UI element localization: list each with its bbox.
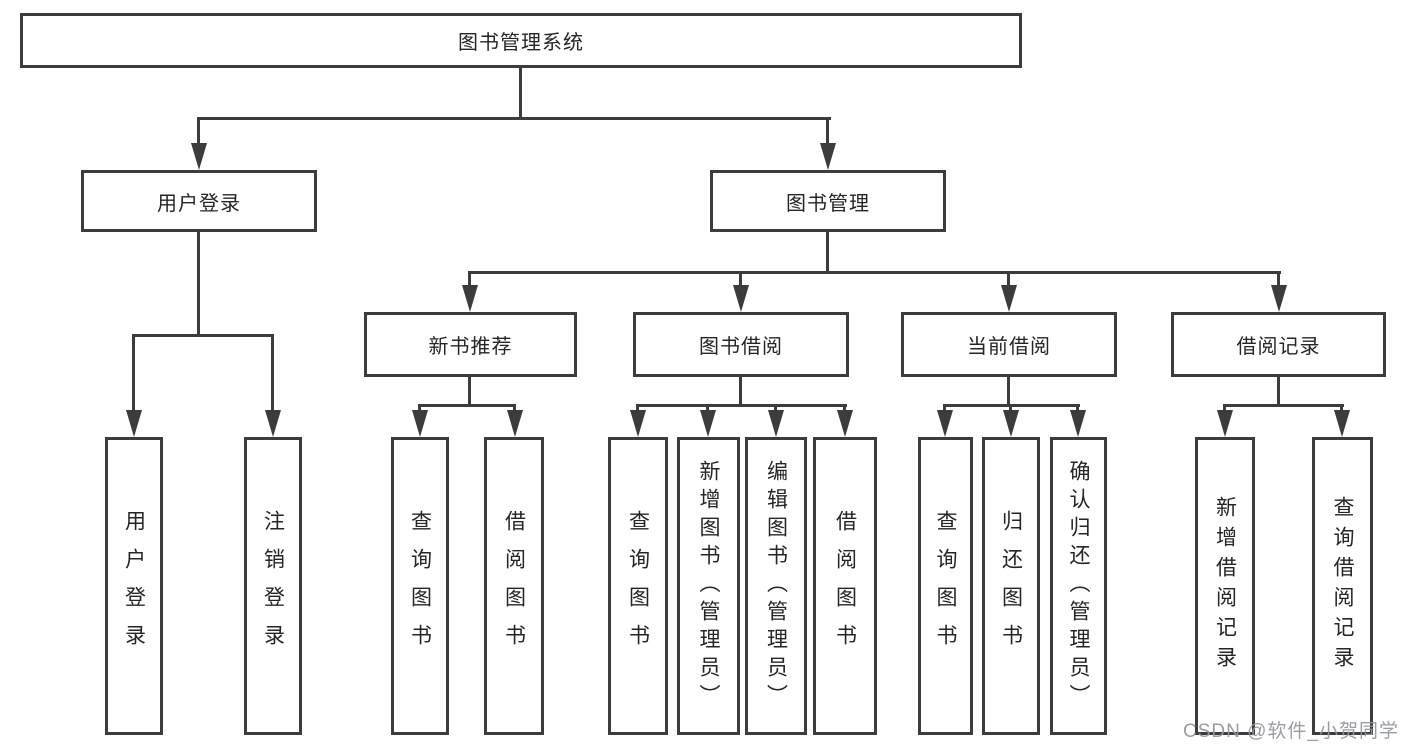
connector-stub-new-book-rec <box>468 271 471 285</box>
arrowhead-current-borrow <box>1001 285 1017 312</box>
arrowhead-query-record <box>1334 410 1350 437</box>
connector-stub-current-borrow <box>1007 271 1010 285</box>
connector-stub-edit-book <box>774 404 777 412</box>
leaf-confirm-return-admin-label: 确认归还（管理员） <box>1067 460 1090 712</box>
node-book-management-label: 图书管理 <box>786 192 870 215</box>
arrowhead-user-login <box>191 143 207 170</box>
node-user-login-label: 用户登录 <box>157 192 241 215</box>
connector-stub-add-book <box>706 404 709 412</box>
connector-branch-login-group <box>132 334 274 337</box>
node-borrow-records: 借阅记录 <box>1171 312 1386 377</box>
connector-stub-return-book <box>1009 404 1012 412</box>
leaf-borrow-query-books: 查询图书 <box>608 437 668 735</box>
leaf-rec-query-books: 查询图书 <box>391 437 449 735</box>
leaf-borrow-books-label: 借阅图书 <box>833 510 857 662</box>
node-book-management: 图书管理 <box>710 170 946 232</box>
node-book-borrowing-label: 图书借阅 <box>699 336 783 358</box>
leaf-query-borrow-record-label: 查询借阅记录 <box>1331 496 1354 676</box>
connector-stub-query-record <box>1340 404 1343 412</box>
connector-user-login-stem <box>197 232 200 335</box>
node-borrow-records-label: 借阅记录 <box>1236 336 1321 358</box>
leaf-return-books-label: 归还图书 <box>999 510 1023 662</box>
arrowhead-book-borrow <box>733 285 749 312</box>
arrowhead-logout-leaf <box>265 410 281 437</box>
connector-branch-level2 <box>197 117 831 120</box>
leaf-logout: 注销登录 <box>244 437 302 735</box>
arrowhead-rec-borrow <box>507 410 523 437</box>
leaf-user-login: 用户登录 <box>105 437 163 735</box>
connector-borrow-records-stem <box>1277 377 1280 405</box>
arrowhead-edit-book <box>768 410 784 437</box>
node-new-book-recommend: 新书推荐 <box>364 312 577 377</box>
leaf-current-query-books: 查询图书 <box>918 437 973 735</box>
connector-stub-add-record <box>1223 404 1226 412</box>
node-book-borrowing: 图书借阅 <box>633 312 849 377</box>
connector-new-book-rec-stem <box>468 377 471 405</box>
leaf-confirm-return-admin: 确认归还（管理员） <box>1050 437 1107 735</box>
connector-current-borrow-stem <box>1007 377 1010 405</box>
leaf-edit-books-admin-label: 编辑图书（管理员） <box>764 460 788 712</box>
connector-stub-borrow-query <box>636 404 639 412</box>
connector-stub-borrow-records <box>1277 271 1280 285</box>
leaf-borrow-query-books-label: 查询图书 <box>626 510 650 662</box>
connector-stub-book-mgmt <box>826 117 829 143</box>
node-root-system: 图书管理系统 <box>20 13 1022 68</box>
arrowhead-borrow-book <box>837 410 853 437</box>
node-current-borrowing-label: 当前借阅 <box>967 336 1051 358</box>
connector-root-stem <box>519 68 522 118</box>
leaf-add-borrow-record: 新增借阅记录 <box>1195 437 1255 735</box>
leaf-add-books-admin-label: 新增图书（管理员） <box>697 460 720 712</box>
leaf-add-borrow-record-label: 新增借阅记录 <box>1213 496 1237 676</box>
connector-stub-logout-leaf <box>271 334 274 410</box>
arrowhead-add-record <box>1217 410 1233 437</box>
connector-stub-book-borrow <box>739 271 742 285</box>
connector-stub-current-query <box>943 404 946 412</box>
connector-stub-rec-query <box>418 404 421 412</box>
leaf-add-books-admin: 新增图书（管理员） <box>677 437 740 735</box>
connector-stub-confirm-return <box>1076 404 1079 412</box>
arrowhead-new-book-rec <box>462 285 478 312</box>
connector-branch-borrow-group <box>636 404 847 407</box>
connector-branch-rec-group <box>418 404 516 407</box>
node-user-login: 用户登录 <box>81 170 317 232</box>
arrowhead-login-leaf <box>126 410 142 437</box>
leaf-user-login-label: 用户登录 <box>122 510 146 662</box>
node-current-borrowing: 当前借阅 <box>901 312 1117 377</box>
leaf-query-borrow-record: 查询借阅记录 <box>1312 437 1373 735</box>
leaf-rec-borrow-books-label: 借阅图书 <box>502 510 526 662</box>
leaf-edit-books-admin: 编辑图书（管理员） <box>745 437 807 735</box>
arrowhead-borrow-query <box>630 410 646 437</box>
arrowhead-return-book <box>1003 410 1019 437</box>
csdn-watermark: CSDN @软件_小贺同学 <box>1183 721 1399 742</box>
arrowhead-book-mgmt <box>820 143 836 170</box>
arrowhead-borrow-records <box>1271 285 1287 312</box>
node-new-book-recommend-label: 新书推荐 <box>428 336 513 358</box>
leaf-rec-borrow-books: 借阅图书 <box>484 437 544 735</box>
connector-stub-user-login <box>197 117 200 143</box>
leaf-current-query-books-label: 查询图书 <box>934 510 957 662</box>
leaf-return-books: 归还图书 <box>982 437 1040 735</box>
connector-stub-rec-borrow <box>513 404 516 412</box>
arrowhead-current-query <box>937 410 953 437</box>
arrowhead-rec-query <box>412 410 428 437</box>
connector-branch-records-group <box>1223 404 1344 407</box>
leaf-rec-query-books-label: 查询图书 <box>408 510 432 662</box>
connector-book-mgmt-stem <box>826 232 829 274</box>
arrowhead-confirm-return <box>1070 410 1086 437</box>
connector-stub-borrow-book <box>843 404 846 412</box>
connector-branch-level3 <box>468 271 1281 274</box>
connector-book-borrow-stem <box>739 377 742 405</box>
connector-stub-login-leaf <box>132 334 135 410</box>
arrowhead-add-book <box>700 410 716 437</box>
node-root-label: 图书管理系统 <box>458 32 584 54</box>
leaf-logout-label: 注销登录 <box>261 510 285 662</box>
leaf-borrow-books: 借阅图书 <box>813 437 877 735</box>
